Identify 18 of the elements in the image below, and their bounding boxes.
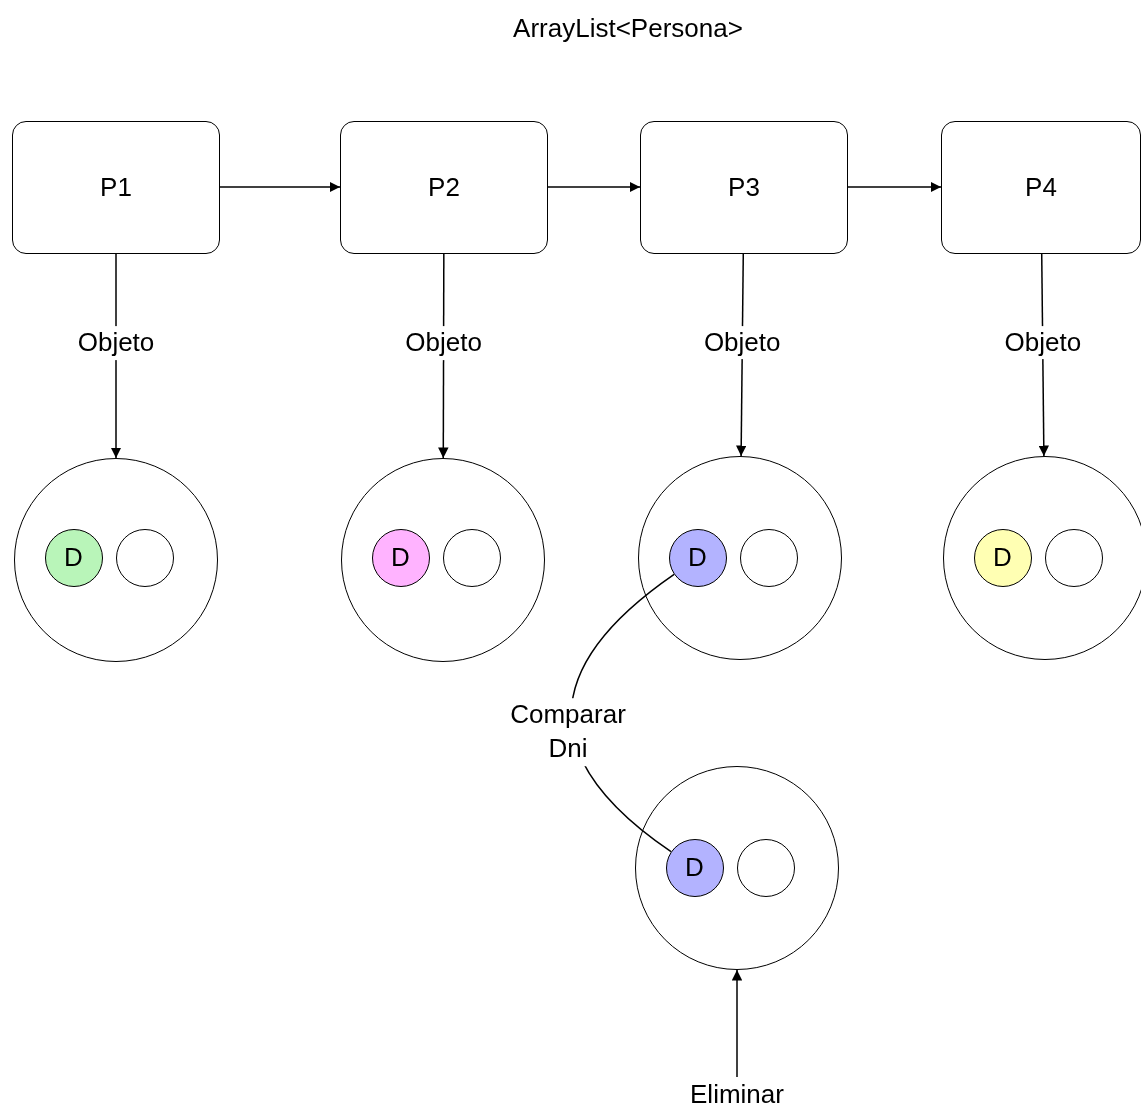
arrow <box>731 969 743 1078</box>
arrow <box>547 181 641 193</box>
process-box: P1 <box>12 120 220 254</box>
diagram-title: ArrayList<Persona> <box>513 12 743 44</box>
arrow <box>110 252 122 459</box>
node-text: Eliminar <box>672 1077 802 1108</box>
process-box: P2 <box>340 120 548 254</box>
edge-label: Objeto <box>403 326 484 361</box>
edge-label: Objeto <box>1002 325 1084 360</box>
process-box: P3 <box>640 120 848 254</box>
arrow <box>219 181 341 193</box>
process-box: P4 <box>941 120 1141 254</box>
field-circle: D <box>371 528 430 587</box>
arrow <box>847 181 942 193</box>
field-circle: D <box>665 838 724 897</box>
field-circle: D <box>44 528 103 587</box>
field-circle: D <box>973 528 1032 587</box>
field-circle: D <box>668 528 727 587</box>
